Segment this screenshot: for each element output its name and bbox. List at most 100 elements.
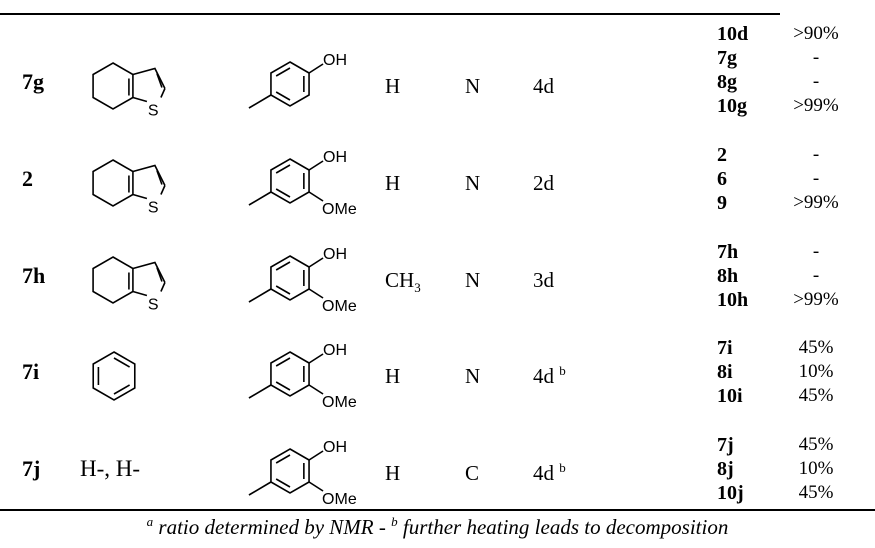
footnote-b-text: further heating leads to decomposition <box>397 515 729 539</box>
product-ratio: 45% <box>798 434 834 455</box>
product-name: 8h <box>717 265 739 287</box>
product-name: 7i <box>717 337 733 359</box>
product-name: 8i <box>717 361 733 383</box>
footnote-b-mark: b <box>391 514 398 529</box>
tetrahydrobenzothiophene-structure: S <box>80 147 190 224</box>
hydroxyl-label: OH <box>323 52 347 69</box>
aryl-ring <box>270 158 310 204</box>
aryl-ring <box>270 61 310 107</box>
product-name: 7g <box>717 47 737 69</box>
product-ratio-10d: >90% <box>793 23 839 44</box>
product-ratio: - <box>812 71 820 92</box>
product-name: 9 <box>717 192 727 214</box>
cyclohexane-ring <box>92 62 134 110</box>
methyl-bond <box>248 384 272 399</box>
hydroxyl-label: OH <box>323 342 347 359</box>
cyclohexane-ring <box>92 159 134 207</box>
product-ratio: - <box>812 265 820 286</box>
tetrahydrobenzothiophene-structure: S <box>80 50 190 127</box>
x-atom: N <box>465 74 481 98</box>
reaction-time-text: 2d <box>533 171 554 195</box>
reaction-time-text: 4d <box>533 461 554 485</box>
methylguaiacol-structure: OH OMe <box>220 334 380 421</box>
footnote: a ratio determined by NMR - b further he… <box>0 514 875 540</box>
reaction-time: 2d <box>533 171 554 195</box>
r-group-text: H <box>385 461 401 485</box>
r-group-subscript: 3 <box>414 280 421 296</box>
x-atom: N <box>465 268 481 292</box>
product-name-10d: 10d <box>717 23 749 45</box>
r-group-text: H <box>385 171 401 195</box>
methyl-bond <box>248 191 272 206</box>
product-ratio: >99% <box>793 192 839 213</box>
footnote-a-text: ratio determined by NMR - <box>153 515 392 539</box>
r-group: H <box>385 171 400 195</box>
compound-label: 2 <box>22 166 33 191</box>
product-ratio: 10% <box>798 458 834 479</box>
r-group: H <box>385 364 400 388</box>
product-ratio: 10% <box>798 361 834 382</box>
bottom-rule <box>0 509 875 511</box>
compound-label: 7i <box>22 359 40 384</box>
product-ratio: - <box>812 168 820 189</box>
sulfur-label: S <box>148 297 159 314</box>
product-ratio: 45% <box>798 337 834 358</box>
reaction-time: 4d b <box>533 364 566 388</box>
aryl-ring <box>270 255 310 301</box>
methoxy-label: OMe <box>322 491 357 508</box>
reaction-time-text: 3d <box>533 268 554 292</box>
benzene-structure <box>80 340 160 417</box>
hydroxyl-label: OH <box>323 246 347 263</box>
r-group: H <box>385 461 400 485</box>
methylphenol-structure: OH <box>220 44 380 131</box>
thiophene-ring <box>132 67 166 89</box>
x-atom: N <box>465 171 481 195</box>
product-ratio: 45% <box>798 385 834 406</box>
sulfur-label: S <box>148 200 159 217</box>
product-ratio: - <box>812 47 820 68</box>
r-group-text: H <box>385 74 401 98</box>
aryl-ring <box>270 448 310 494</box>
product-name: 2 <box>717 144 727 166</box>
product-name: 10i <box>717 385 743 407</box>
r-group: H <box>385 74 400 98</box>
compound-label: 7h <box>22 263 46 288</box>
left-substituent-text: H-, H- <box>80 456 141 481</box>
product-ratio: - <box>812 144 820 165</box>
methoxy-label: OMe <box>322 201 357 218</box>
hydroxyl-label: OH <box>323 439 347 456</box>
x-atom: N <box>465 364 481 388</box>
sulfur-label: S <box>148 103 159 120</box>
product-name: 8j <box>717 458 734 480</box>
r-group: CH3 <box>385 268 421 296</box>
tetrahydrobenzothiophene-structure: S <box>80 244 190 321</box>
product-ratio: >99% <box>793 289 839 310</box>
thiophene-ring <box>132 164 166 186</box>
methyl-bond <box>248 288 272 303</box>
methyl-bond <box>248 94 272 109</box>
product-ratio: - <box>812 241 820 262</box>
product-name: 10h <box>717 289 749 311</box>
methoxy-label: OMe <box>322 394 357 411</box>
product-ratio: 45% <box>798 482 834 503</box>
product-name: 8g <box>717 71 737 93</box>
reaction-time: 4d b <box>533 461 566 485</box>
product-name: 7h <box>717 241 739 263</box>
compound-label: 7g <box>22 69 44 94</box>
cyclohexane-ring <box>92 256 134 304</box>
reaction-time-footnote: b <box>559 460 566 475</box>
footnote-a-mark: a <box>146 514 154 529</box>
product-name: 10g <box>717 95 747 117</box>
product-name: 7j <box>717 434 734 456</box>
methylguaiacol-structure: OH OMe <box>220 431 380 518</box>
product-name: 6 <box>717 168 727 190</box>
x-atom: C <box>465 461 480 485</box>
r-group-text: CH <box>385 268 415 292</box>
reaction-time-text: 4d <box>533 74 554 98</box>
aryl-ring <box>270 351 310 397</box>
compound-label: 7j <box>22 456 41 481</box>
reaction-time: 3d <box>533 268 554 292</box>
methyl-bond <box>248 481 272 496</box>
